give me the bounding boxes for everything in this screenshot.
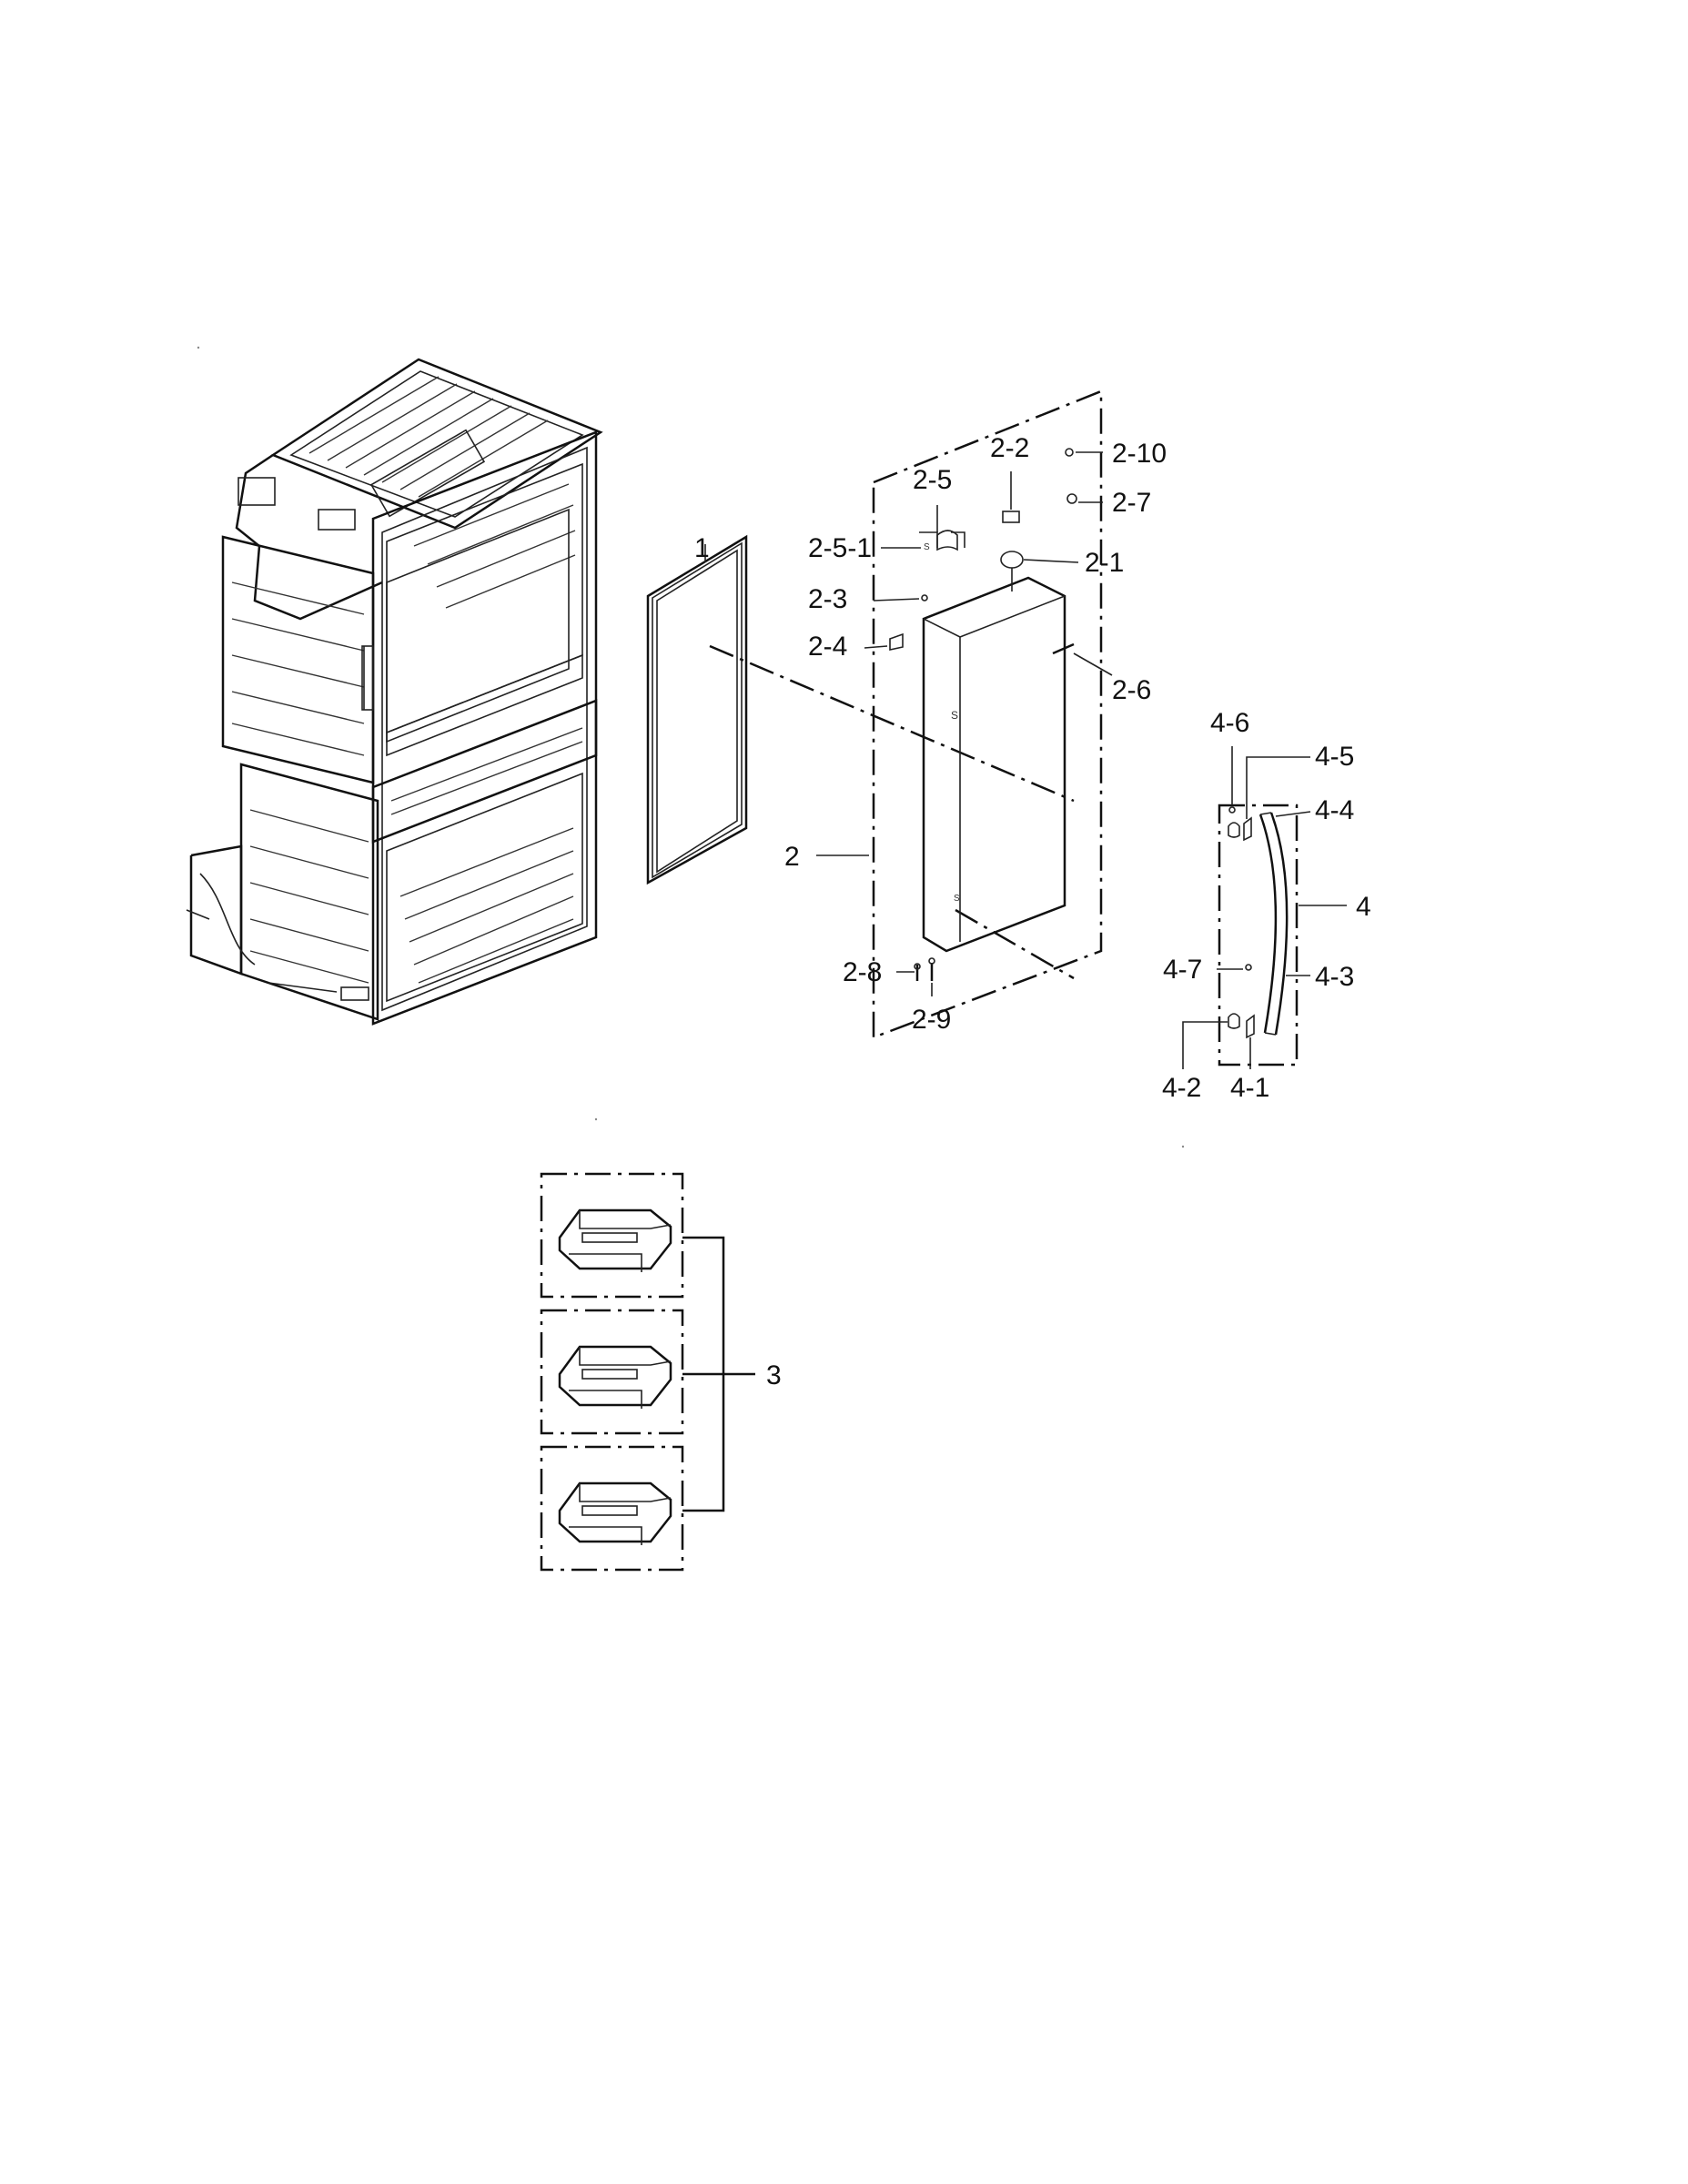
callout-4-2: 4-2: [1162, 1073, 1201, 1103]
callout-leader-2-3: [873, 598, 920, 602]
bottom-hinge-pin-part: [914, 963, 921, 981]
callout-2-5-1: 2-5-1: [808, 533, 872, 563]
svg-text:S: S: [951, 709, 958, 722]
callout-leader-4-5: [1246, 756, 1310, 819]
screw-part: [1065, 448, 1074, 457]
callout-leader-4-4: [1275, 811, 1311, 817]
callout-4-3: 4-3: [1315, 962, 1354, 992]
callout-2-5: 2-5: [913, 465, 952, 495]
door-bin-box-3: [540, 1445, 684, 1572]
callout-2-6: 2-6: [1112, 675, 1151, 705]
scan-speck: [1181, 1145, 1185, 1148]
callout-leader-4-2: [1182, 1021, 1228, 1069]
callout-4-1: 4-1: [1230, 1073, 1269, 1103]
door-bin-2: [558, 1345, 672, 1409]
hinge-bracket-part: S: [924, 530, 958, 552]
callout-2-10: 2-10: [1112, 439, 1167, 469]
handle-assembly-boundary: [1218, 804, 1299, 1067]
callout-leader-2-1: [1023, 559, 1079, 563]
hinge-part: [1000, 551, 1024, 592]
stopper-part: [889, 632, 904, 651]
mounting-stud-part-top: [1228, 822, 1240, 838]
door-handle: [1258, 812, 1289, 1036]
callout-leader-2-4: [864, 645, 888, 649]
seal-strip-part: [1052, 642, 1075, 655]
door-bin-group: [540, 1172, 755, 1572]
door-bin-box-1: [540, 1172, 684, 1299]
fridge-door-panel: S S: [922, 576, 1066, 953]
door-gasket: [646, 534, 748, 885]
callout-2-4: 2-4: [808, 632, 847, 662]
exploded-view-centerline: [709, 644, 1075, 803]
exploded-view-centerline-lower: [955, 908, 1075, 980]
callout-2-3: 2-3: [808, 584, 847, 614]
callout-4: 4: [1356, 892, 1371, 922]
svg-text:S: S: [924, 542, 930, 552]
callout-4-4: 4-4: [1315, 795, 1354, 825]
screw-part-4-7: [1245, 964, 1252, 971]
door-bin-box-2: [540, 1309, 684, 1435]
handle-bracket-part-top: [1243, 816, 1252, 842]
scan-speck: [197, 346, 200, 349]
callout-2-1: 2-1: [1085, 548, 1124, 578]
washer-part: [928, 957, 935, 981]
refrigerator-cabinet: [186, 358, 603, 1026]
callout-4-5: 4-5: [1315, 742, 1354, 772]
scan-speck: [594, 1117, 598, 1121]
handle-bracket-part-bottom: [1246, 1014, 1255, 1039]
svg-text:S: S: [954, 894, 960, 904]
door-assembly-boundary: [872, 389, 1103, 1039]
callout-1: 1: [694, 533, 710, 563]
callout-3: 3: [766, 1360, 782, 1390]
door-bin-3: [558, 1481, 672, 1545]
door-bin-1: [558, 1208, 672, 1272]
callout-2-7: 2-7: [1112, 488, 1151, 518]
mounting-stud-part-bottom: [1228, 1013, 1240, 1029]
callout-4-6: 4-6: [1210, 708, 1249, 738]
callout-2-8: 2-8: [843, 957, 882, 987]
pin-part: [921, 594, 928, 602]
cap-part: [1066, 493, 1077, 504]
callout-2: 2: [784, 842, 800, 872]
callout-4-7: 4-7: [1163, 955, 1202, 985]
callout-2-2: 2-2: [990, 433, 1029, 463]
screw-part-4-6: [1228, 806, 1236, 814]
callout-2-9: 2-9: [912, 1005, 951, 1035]
callout-leader-2-6: [1073, 652, 1113, 676]
hinge-cover-part: [1002, 511, 1020, 523]
